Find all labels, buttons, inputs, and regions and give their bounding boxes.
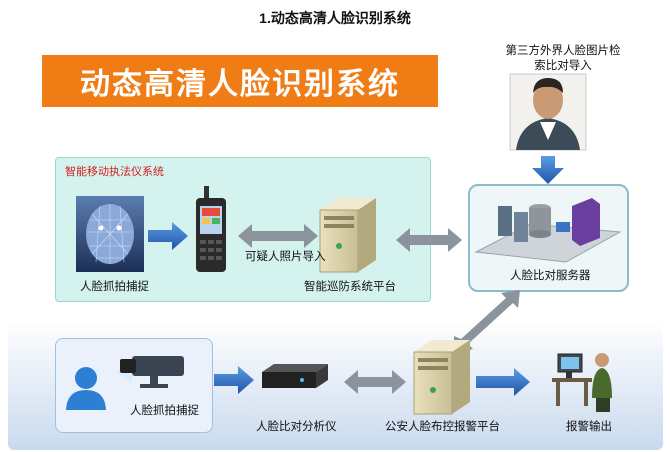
cctv-camera-icon [116,356,184,388]
arrow-photo-down [532,156,564,184]
third-party-label-line1: 第三方外界人脸图片检 [505,45,621,57]
patrol-server-icon [319,198,376,273]
mobile-enforcement-title: 智能移动执法仪系统 [65,166,164,178]
patrol-platform-label: 智能巡防系统平台 [304,281,396,293]
arrow-face-to-radio [148,222,188,250]
arrow-alarm-output [476,368,530,396]
third-party-import-label: 第三方外界人脸图片检 索比对导入 [483,44,643,74]
user-silhouette-icon [66,367,106,410]
face-capture-bottom-label: 人脸抓拍捕捉 [130,405,199,417]
alarm-server-icon [413,340,470,415]
analyzer-label: 人脸比对分析仪 [256,421,337,433]
arrow-camera-analyzer [214,366,254,394]
third-party-label-line2: 索比对导入 [534,60,592,72]
face-scan-icon [76,196,144,272]
police-radio-icon [196,186,226,272]
face-capture-top-label: 人脸抓拍捕捉 [80,281,149,293]
alarm-platform-label: 公安人脸布控报警平台 [385,421,500,433]
portrait-photo-icon [509,73,587,151]
arrow-analyzer-alarm [344,370,406,394]
page-caption: 1.动态高清人脸识别系统 [259,10,411,26]
alarm-output-label: 报警输出 [566,421,612,433]
arrow-server-alarm [454,290,520,354]
database-servers-icon [474,198,622,263]
arrow-patrol-server [396,228,462,252]
analyzer-box-icon [262,364,328,388]
compare-server-label: 人脸比对服务器 [510,270,591,282]
suspect-photo-import-label: 可疑人照片导入 [245,251,326,263]
arrow-radio-patrol [238,224,318,248]
operator-workstation-icon [552,353,612,412]
system-title-banner: 动态高清人脸识别系统 [42,55,438,107]
